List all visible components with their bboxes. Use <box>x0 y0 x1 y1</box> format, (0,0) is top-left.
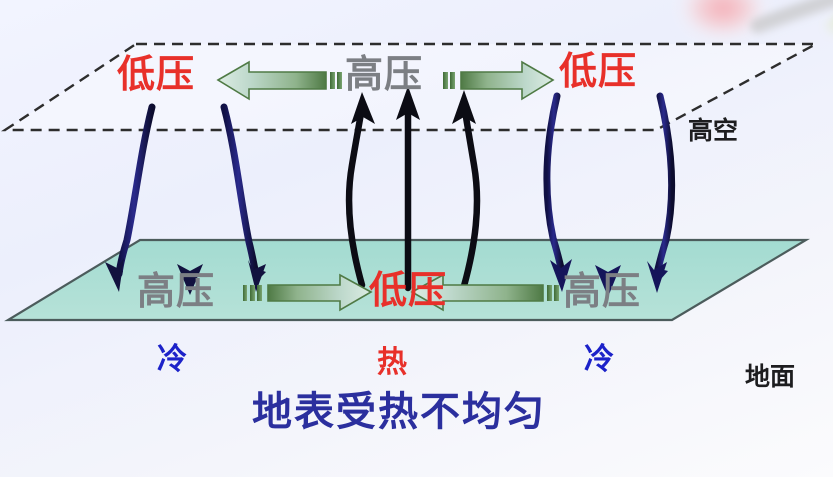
descending-arrowheads-right <box>550 259 668 297</box>
label-high-pressure-upper-center: 高压 <box>345 52 424 96</box>
label-hot-center: 热 <box>377 345 407 380</box>
ascending-arrowheads-center <box>351 86 476 124</box>
descending-arrowheads-left <box>105 258 266 295</box>
green-arrow-upper-left <box>216 60 342 101</box>
label-low-pressure-ground-center: 低压 <box>369 268 448 312</box>
upper-air-plane <box>0 42 817 132</box>
blurred-photo-corner <box>675 0 833 42</box>
label-low-pressure-upper-left: 低压 <box>117 52 196 96</box>
label-cold-right: 冷 <box>584 342 614 377</box>
label-upper-air: 高空 <box>688 116 739 145</box>
label-high-pressure-ground-left: 高压 <box>137 269 216 313</box>
descending-flow-right <box>543 88 676 284</box>
caption-uneven-heating: 地表受热不均匀 <box>252 388 546 435</box>
label-ground-surface: 地面 <box>745 362 796 391</box>
green-arrow-upper-right <box>443 60 555 101</box>
green-arrow-ground-left <box>243 273 373 312</box>
ascending-flow-center <box>345 96 481 292</box>
label-high-pressure-ground-right: 高压 <box>563 269 642 313</box>
green-arrow-ground-right <box>410 273 559 312</box>
label-cold-left: 冷 <box>157 342 187 377</box>
label-low-pressure-upper-right: 低压 <box>559 49 638 93</box>
